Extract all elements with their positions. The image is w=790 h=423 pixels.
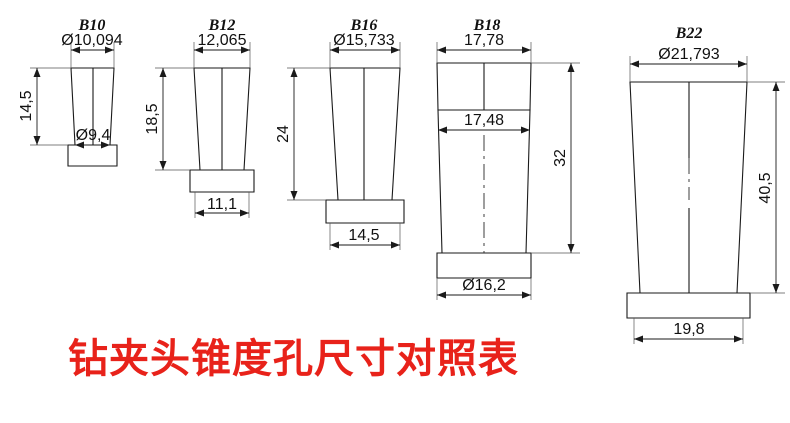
part-b18-flange	[436, 252, 532, 279]
part-b18-mid-dim: 17,48	[464, 112, 504, 129]
part-b22-flange	[626, 292, 751, 319]
part-b12-top-dim: 12,065	[198, 32, 247, 49]
part-b22-bottom-dim: 19,8	[673, 321, 704, 338]
part-b12-bottom-dim: 11,1	[207, 196, 237, 213]
part-b16-flange	[325, 199, 405, 224]
part-b10-flange	[67, 144, 118, 167]
part-b16-height-dim: 24	[275, 125, 292, 143]
part-b22-label: B22	[675, 25, 703, 42]
part-b18: B18 17,78 17,48 Ø16,2 32	[436, 17, 580, 300]
page-title: 钻夹头锥度孔尺寸对照表	[68, 336, 519, 382]
part-b16-body	[329, 67, 401, 201]
part-b16: B16 Ø15,733 14,5 24	[275, 17, 405, 250]
part-b12-height-dim: 18,5	[144, 103, 161, 134]
part-b22-height-dim: 40,5	[757, 172, 774, 203]
part-b18-bottom-dim: Ø16,2	[462, 277, 506, 294]
part-b16-bottom-dim: 14,5	[348, 227, 379, 244]
part-b22: B22 Ø21,793 19,8 40,5	[626, 25, 785, 344]
part-b10: B10 Ø10,094 Ø9,4 14,5	[18, 17, 123, 167]
part-b16-label: B16	[350, 17, 378, 34]
part-b10-top-dim: Ø10,094	[61, 32, 122, 49]
part-b12-label: B12	[208, 17, 236, 34]
part-b12-flange	[189, 169, 255, 193]
part-b10-bottom-dim: Ø9,4	[76, 127, 111, 144]
part-b10-height-dim: 14,5	[18, 90, 35, 121]
part-b18-top-dim: 17,78	[464, 32, 504, 49]
part-b22-top-dim: Ø21,793	[658, 46, 719, 63]
part-b18-label: B18	[473, 17, 501, 34]
part-b12: B12 12,065 11,1 18,5	[144, 17, 255, 218]
part-b10-label: B10	[78, 17, 106, 34]
part-b16-top-dim: Ø15,733	[333, 32, 394, 49]
part-b18-height-dim: 32	[552, 149, 569, 167]
